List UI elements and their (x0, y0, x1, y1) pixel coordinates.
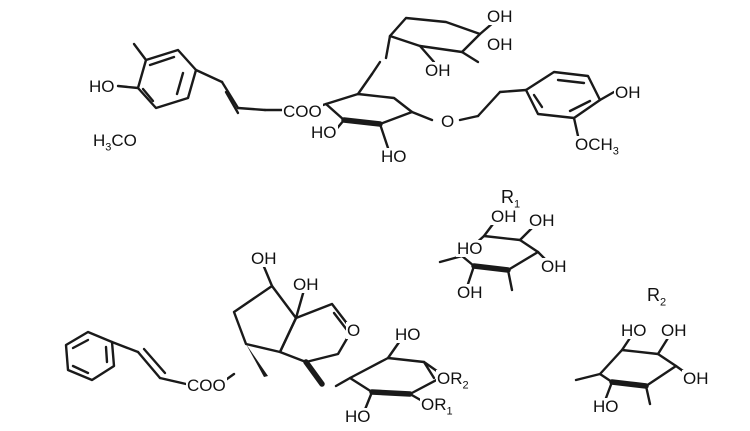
r1-ho-a-label: HO (456, 239, 484, 258)
top-glc-ho-2-label: HO (380, 147, 408, 166)
r2-label: R2 (647, 285, 667, 309)
r1-oh-b-label: OH (528, 211, 556, 230)
r2-oh-a-label: OH (660, 321, 688, 340)
r1-oh-c-label: OH (540, 257, 568, 276)
bottom-oh-2-label: OH (292, 275, 320, 294)
r2-substituent-bonds (574, 330, 692, 406)
r1-oh-d-label: OH (456, 283, 484, 302)
top-rha-oh-1-label: OH (486, 7, 514, 26)
top-molecule-bonds (116, 16, 616, 150)
bottom-ester-label: COO (186, 376, 227, 395)
top-glc-ho-3-label: HO (310, 123, 338, 142)
r1-substituent-bonds (438, 218, 550, 292)
bottom-glc-or1-label: OR1 (420, 395, 454, 418)
bottom-glc-ho-label: HO (344, 407, 372, 426)
top-methoxy-right-label: OCH3 (574, 135, 620, 158)
r2-oh-b-label: OH (682, 369, 710, 388)
bottom-oh-1-label: OH (250, 249, 278, 268)
bottom-glc-ho-6-label: HO (394, 325, 422, 344)
top-rha-oh-2-label: OH (486, 35, 514, 54)
r2-ho-b-label: HO (592, 397, 620, 416)
top-phenol-ho-label: HO (88, 77, 116, 96)
bottom-ring-o-label: O (346, 321, 362, 340)
bottom-molecule-bonds (64, 260, 446, 414)
top-glycosidic-o-label: O (440, 112, 456, 131)
r2-ho-a-label: HO (620, 321, 648, 340)
r1-oh-a-label: OH (490, 207, 518, 226)
r1-label: R1 (501, 187, 521, 211)
top-ester-label: COO (282, 102, 323, 121)
top-phenol-oh-label: OH (614, 83, 642, 102)
top-methoxy-left-label: H3CO (92, 131, 138, 154)
top-rha-oh-3-label: OH (424, 61, 452, 80)
bottom-glc-or2-label: OR2 (436, 369, 470, 392)
